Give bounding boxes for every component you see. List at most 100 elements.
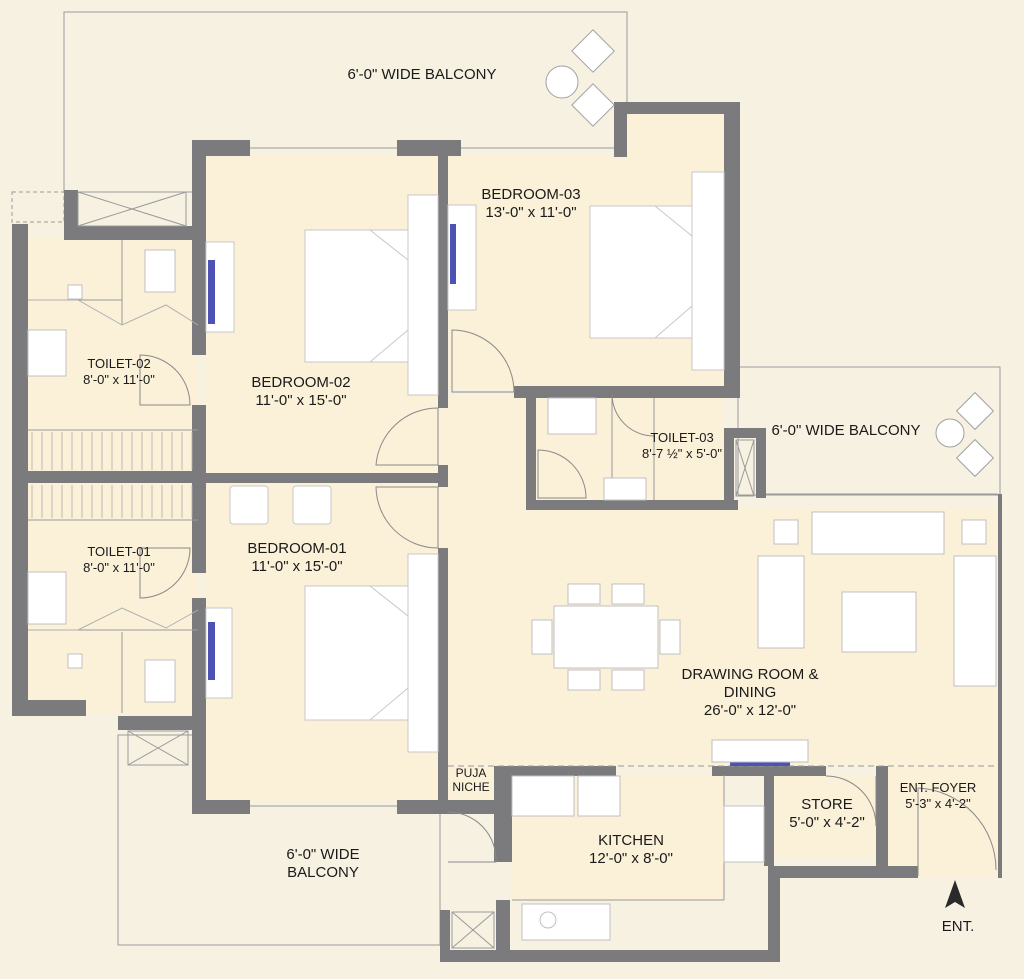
door-swing xyxy=(139,354,191,406)
wall xyxy=(118,716,198,730)
thin-lines xyxy=(28,147,998,901)
toilet-01-size: 8'-0" x 11'-0" xyxy=(83,559,155,575)
floor-store xyxy=(774,775,880,857)
wall xyxy=(724,102,740,392)
store-name: STORE xyxy=(801,796,853,813)
bedroom-03-size: 13'-0" x 11'-0" xyxy=(485,204,577,221)
bedroom-03-name: BEDROOM-03 xyxy=(481,186,581,203)
wall xyxy=(206,473,446,483)
coffee-table xyxy=(841,591,917,653)
entrance-text: ENT. xyxy=(941,918,975,935)
sofa xyxy=(811,511,945,555)
toilet-03-size: 8'-7 ½" x 5'-0" xyxy=(642,445,722,461)
dining-table xyxy=(553,605,659,669)
shaft xyxy=(451,911,495,949)
kitchen-size: 12'-0" x 8'-0" xyxy=(589,850,673,867)
shafts xyxy=(77,191,755,949)
wall xyxy=(494,766,616,776)
doors xyxy=(139,329,997,876)
entrance-arrow-icon xyxy=(945,880,965,908)
label-store: STORE 5'-0" x 4'-2" xyxy=(774,796,880,832)
label-bedroom-02: BEDROOM-02 11'-0" x 15'-0" xyxy=(226,374,376,410)
balcony-left-top xyxy=(11,191,65,223)
store-size: 5'-0" x 4'-2" xyxy=(789,814,865,831)
label-balcony-right: 6'-0" WIDE BALCONY xyxy=(756,422,936,440)
drawing-name-line1: DRAWING ROOM & xyxy=(681,666,819,683)
wall xyxy=(768,866,780,960)
wall xyxy=(514,386,740,398)
kitchen-fixtures xyxy=(511,775,765,941)
wall xyxy=(397,140,461,156)
room-floors xyxy=(28,112,998,900)
balcony-furniture xyxy=(545,29,995,478)
wardrobe-accents xyxy=(208,224,790,766)
wall xyxy=(192,240,206,355)
puja-line1: PUJA xyxy=(455,766,487,780)
wall xyxy=(397,800,448,814)
toilet-01-name: TOILET-01 xyxy=(87,544,151,559)
shaft xyxy=(127,730,189,766)
wall xyxy=(440,910,450,960)
sofa xyxy=(953,555,997,687)
toilet-fixtures xyxy=(27,249,647,703)
wall xyxy=(526,395,536,507)
wall xyxy=(764,766,774,866)
wall xyxy=(876,766,888,866)
label-toilet-03: TOILET-03 8'-7 ½" x 5'-0" xyxy=(624,430,740,461)
wall xyxy=(64,190,78,238)
headboard xyxy=(407,194,439,396)
puja-line2: NICHE xyxy=(452,780,490,795)
wall xyxy=(496,900,510,960)
drawing-size: 26'-0" x 12'-0" xyxy=(703,702,797,719)
label-kitchen: KITCHEN 12'-0" x 8'-0" xyxy=(556,832,706,868)
wall xyxy=(614,102,627,157)
toilet-partition xyxy=(28,607,199,631)
toilet-02-size: 8'-0" x 11'-0" xyxy=(83,371,155,387)
wall xyxy=(526,500,738,510)
toilet-hatching xyxy=(31,432,193,518)
door-swing xyxy=(139,547,191,599)
wall xyxy=(724,428,734,510)
wall xyxy=(64,226,206,240)
balcony-bottom-line2: BALCONY xyxy=(287,864,359,881)
toilet-partition xyxy=(28,299,199,326)
wall xyxy=(440,950,780,962)
beds xyxy=(304,171,725,753)
label-bedroom-03: BEDROOM-03 13'-0" x 11'-0" xyxy=(456,186,606,222)
sofa xyxy=(757,555,805,649)
bedroom-01-size: 11'-0" x 15'-0" xyxy=(251,558,343,575)
walls xyxy=(12,102,1002,962)
wall xyxy=(614,102,740,114)
floor-foyer xyxy=(887,766,998,878)
shaft xyxy=(77,191,187,227)
wall xyxy=(12,471,206,483)
bedroom-02-size: 11'-0" x 15'-0" xyxy=(255,392,347,409)
bedroom-02-name: BEDROOM-02 xyxy=(251,374,351,391)
headboard xyxy=(691,171,725,371)
wall xyxy=(12,224,28,716)
door-swing xyxy=(537,449,587,499)
kitchen-name: KITCHEN xyxy=(598,832,664,849)
toilet-02-name: TOILET-02 xyxy=(87,356,151,371)
bedroom-01-name: BEDROOM-01 xyxy=(247,540,347,557)
door-swing xyxy=(917,787,997,876)
door-swing xyxy=(447,811,497,863)
wall xyxy=(192,800,250,814)
door-swing xyxy=(611,393,655,437)
label-balcony-bottom: 6'-0" WIDE BALCONY xyxy=(258,846,388,882)
label-entrance-foyer: ENT. FOYER 5'-3" x 4'-2" xyxy=(888,780,988,811)
door-swing xyxy=(375,407,439,466)
drawing-furniture xyxy=(531,511,997,763)
wall xyxy=(192,405,206,573)
wall xyxy=(192,140,206,240)
label-puja-niche: PUJA NICHE xyxy=(448,766,494,795)
drawing-name-line2: DINING xyxy=(723,684,777,701)
side-tables xyxy=(229,485,332,525)
floor-puja xyxy=(448,766,494,800)
balcony-bottom-line1: 6'-0" WIDE xyxy=(286,846,360,863)
floor-balcony-niche xyxy=(627,112,724,155)
door-swing xyxy=(375,486,439,549)
wall xyxy=(440,800,496,814)
foyer-size: 5'-3" x 4'-2" xyxy=(905,795,971,811)
door-swing xyxy=(451,329,515,393)
